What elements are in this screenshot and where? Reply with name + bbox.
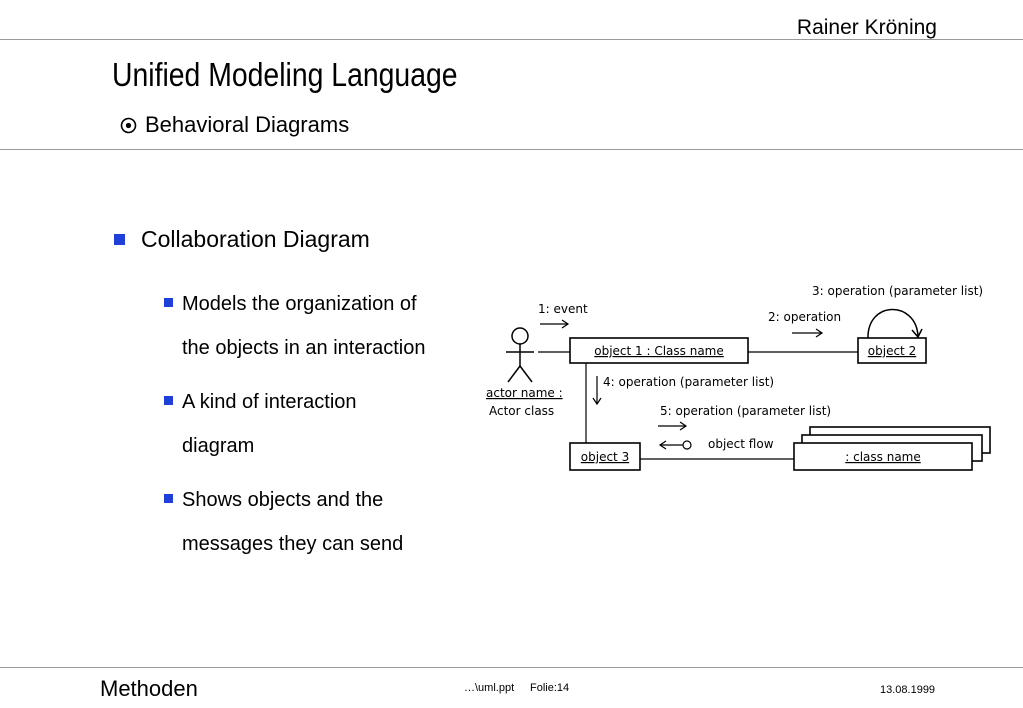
sub-bullet: A kind of interaction diagram bbox=[164, 380, 484, 468]
object-3-label: object 3 bbox=[581, 450, 629, 464]
message-4-label: 4: operation (parameter list) bbox=[603, 375, 774, 389]
footer-section-name: Methoden bbox=[100, 676, 198, 701]
author-name: Rainer Kröning bbox=[796, 16, 937, 39]
message-5-label: 5: operation (parameter list) bbox=[660, 404, 831, 418]
slide-title: Unified Modeling Language bbox=[112, 56, 458, 93]
object-1-box bbox=[569, 337, 749, 364]
object-2-box bbox=[857, 337, 927, 364]
actor-figure bbox=[506, 327, 534, 383]
multi-object-stack bbox=[793, 426, 991, 471]
multi-object-label: : class name bbox=[845, 450, 921, 464]
message-2-label: 2: operation bbox=[768, 310, 841, 324]
square-bullet-icon bbox=[164, 298, 173, 307]
square-bullet-icon bbox=[164, 396, 173, 405]
footer-file-name: …\uml.ppt bbox=[464, 682, 515, 694]
sub-bullet-line: messages they can send bbox=[182, 533, 404, 555]
subtitle-rule bbox=[0, 149, 1023, 150]
message-1-arrow bbox=[540, 319, 570, 329]
sub-bullet-list: Models the organization of the objects i… bbox=[164, 282, 484, 576]
sub-bullet-line: A kind of interaction bbox=[182, 391, 357, 413]
footer-rule bbox=[0, 667, 1023, 668]
sub-bullet: Models the organization of the objects i… bbox=[164, 282, 484, 370]
object-2-label: object 2 bbox=[868, 344, 916, 358]
square-bullet-icon bbox=[164, 494, 173, 503]
main-bullet-text: Collaboration Diagram bbox=[141, 226, 370, 252]
main-bullet: Collaboration Diagram bbox=[114, 226, 370, 253]
square-bullet-icon bbox=[114, 234, 125, 245]
slide-subtitle: Behavioral Diagrams bbox=[120, 112, 349, 138]
object-3-box bbox=[569, 442, 641, 471]
header-rule bbox=[0, 39, 1023, 40]
footer-date: 13.08.1999 bbox=[880, 684, 936, 696]
message-1-label: 1: event bbox=[538, 302, 588, 316]
object-flow-label: object flow bbox=[708, 437, 774, 451]
sub-bullet-line: Models the organization of bbox=[182, 293, 417, 315]
object-1-label: object 1 : Class name bbox=[594, 344, 724, 358]
sub-bullet-line: Shows objects and the bbox=[182, 489, 384, 511]
message-3-self-arrow bbox=[867, 308, 923, 341]
sub-bullet-line: the objects in an interaction bbox=[182, 337, 426, 359]
subtitle-text: Behavioral Diagrams bbox=[145, 112, 350, 137]
target-bullet-icon bbox=[120, 117, 137, 133]
message-2-arrow bbox=[792, 328, 824, 338]
sub-bullet: Shows objects and the messages they can … bbox=[164, 478, 484, 566]
message-3-label: 3: operation (parameter list) bbox=[812, 284, 983, 298]
object-flow-arrow bbox=[658, 440, 692, 450]
footer-slide-number: Folie:14 bbox=[530, 682, 570, 694]
collaboration-diagram: actor name : Actor class 1: event 2: ope… bbox=[486, 284, 991, 471]
message-4-arrow bbox=[592, 376, 602, 406]
message-5-arrow bbox=[658, 421, 688, 431]
actor-class-label: Actor class bbox=[489, 404, 554, 418]
actor-name-label: actor name : bbox=[486, 386, 563, 400]
sub-bullet-line: diagram bbox=[182, 435, 255, 457]
